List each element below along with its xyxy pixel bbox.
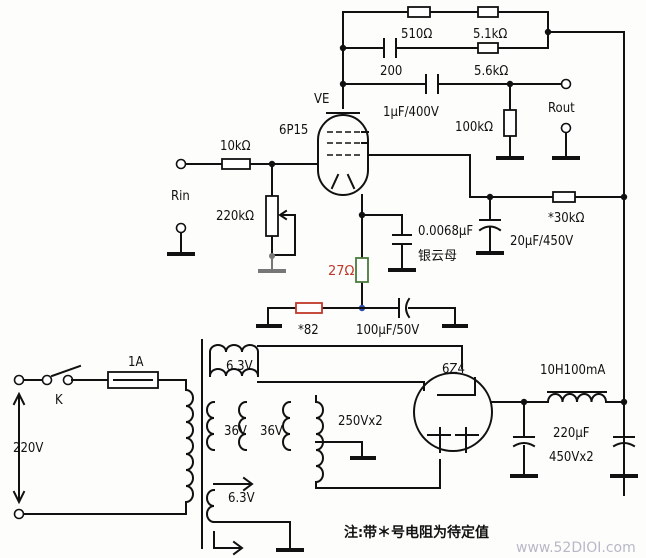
label-ve: VE: [314, 92, 329, 107]
label-v36b: 36V: [260, 424, 283, 439]
resistor-30k: [552, 191, 576, 203]
label-r30k: *30kΩ: [548, 211, 584, 226]
input-terminal[interactable]: [175, 158, 187, 170]
input-stage: [167, 158, 319, 273]
label-c0068: 0.0068μF: [418, 224, 473, 239]
label-pot: 220kΩ: [216, 209, 254, 224]
label-c220b: 450Vx2: [549, 450, 594, 465]
resistor-5k1: [477, 6, 499, 18]
cathode-bias: [256, 297, 468, 328]
potentiometer-220k[interactable]: [265, 195, 279, 237]
resistor-27: [355, 257, 369, 283]
label-r10k: 10kΩ: [220, 139, 251, 154]
resistor-82: [295, 302, 323, 314]
label-fuse: 1A: [128, 355, 143, 370]
label-r100k: 100kΩ: [455, 120, 493, 135]
watermark: www.52DIOI.com: [516, 540, 636, 556]
choke-inductor: [546, 393, 608, 404]
input-ground-terminal[interactable]: [175, 222, 187, 234]
label-rect: 6Z4: [442, 362, 465, 377]
label-r5k1: 5.1kΩ: [473, 27, 507, 42]
label-choke: 10H100mA: [540, 363, 605, 378]
label-v220: 220V: [13, 441, 43, 456]
label-c20u: 20μF/450V: [510, 234, 573, 249]
resistor-510: [407, 6, 431, 18]
tube-6p15: [317, 112, 628, 309]
label-r510: 510Ω: [401, 27, 432, 42]
resistor-100k: [503, 109, 517, 137]
label-c220a: 220μF: [553, 426, 590, 441]
label-v63b: 6.3V: [228, 491, 255, 506]
resistor-10k: [221, 158, 251, 170]
label-k: K: [55, 393, 63, 408]
label-c100u: 100μF/50V: [356, 323, 419, 338]
resistor-5k6: [477, 42, 499, 54]
label-mica: 银云母: [418, 249, 457, 264]
output-ground-terminal[interactable]: [560, 122, 572, 134]
label-r27: 27Ω: [328, 264, 355, 279]
label-r5k6: 5.6kΩ: [474, 64, 508, 79]
output-coupling: [339, 74, 580, 160]
label-rin: Rin: [171, 189, 190, 204]
note-text: 注:带＊号电阻为待定值: [344, 524, 489, 541]
label-v63a: 6.3V: [226, 359, 253, 374]
label-c1u: 1μF/400V: [383, 105, 439, 120]
label-c200: 200: [380, 64, 402, 79]
label-v36a: 36V: [224, 424, 247, 439]
output-terminal[interactable]: [560, 78, 572, 90]
component-labels: 510Ω 5.1kΩ 200 5.6kΩ VE 1μF/400V Rout 6P…: [13, 27, 636, 556]
label-r82: *82: [298, 323, 319, 338]
label-v250: 250Vx2: [338, 414, 383, 429]
mains-input: [12, 364, 194, 520]
feedback-network: [339, 6, 625, 496]
label-tube: 6P15: [279, 123, 308, 138]
label-rout: Rout: [548, 101, 575, 116]
rectifier-6z4: [413, 372, 638, 478]
transformer-secondaries: [201, 339, 463, 556]
power-switch[interactable]: [50, 364, 82, 378]
